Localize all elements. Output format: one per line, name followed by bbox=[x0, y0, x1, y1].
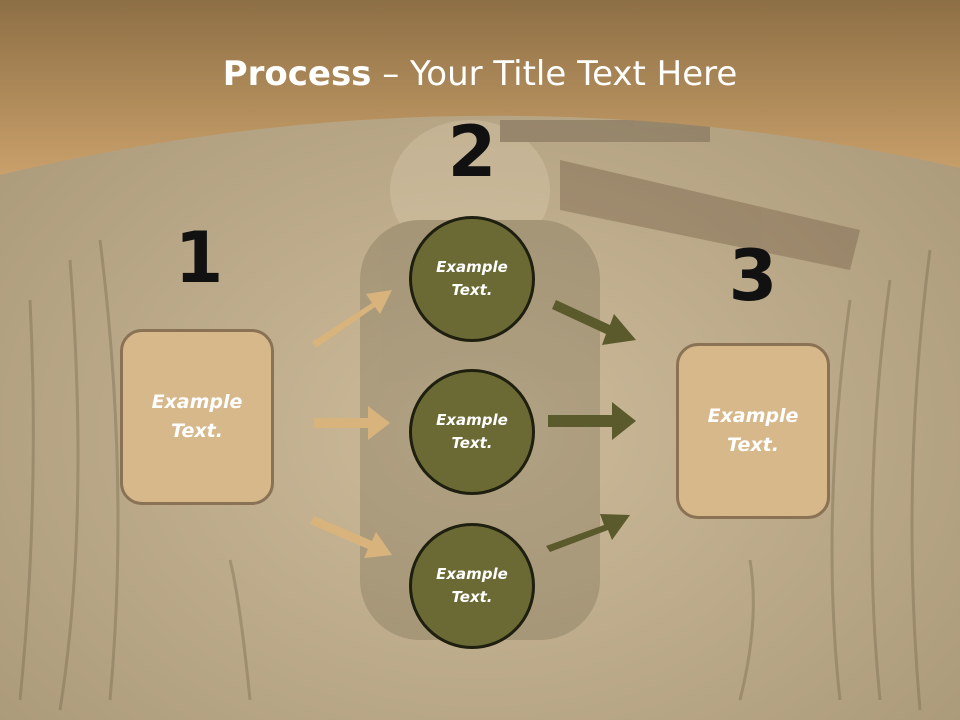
left-box: Example Text. bbox=[120, 329, 274, 505]
left-box-line2: Text. bbox=[171, 420, 223, 442]
circle-middle: Example Text. bbox=[409, 369, 535, 495]
circle-bottom-line2: Text. bbox=[451, 588, 493, 606]
step-number-1: 1 bbox=[174, 217, 224, 299]
right-box: Example Text. bbox=[676, 343, 830, 519]
step-number-2: 2 bbox=[447, 111, 497, 193]
page-title: Process – Your Title Text Here bbox=[0, 52, 960, 96]
circle-top: Example Text. bbox=[409, 216, 535, 342]
circle-bottom-line1: Example bbox=[436, 565, 508, 583]
circle-middle-line2: Text. bbox=[451, 434, 493, 452]
right-box-line2: Text. bbox=[727, 434, 779, 456]
title-rest: – Your Title Text Here bbox=[371, 54, 738, 94]
left-box-line1: Example bbox=[151, 391, 243, 413]
circle-bottom: Example Text. bbox=[409, 523, 535, 649]
right-box-line1: Example bbox=[707, 405, 799, 427]
step-number-3: 3 bbox=[728, 235, 778, 317]
circle-top-line1: Example bbox=[436, 258, 508, 276]
circle-middle-line1: Example bbox=[436, 411, 508, 429]
circle-top-line2: Text. bbox=[451, 281, 493, 299]
title-bold: Process bbox=[222, 54, 372, 94]
